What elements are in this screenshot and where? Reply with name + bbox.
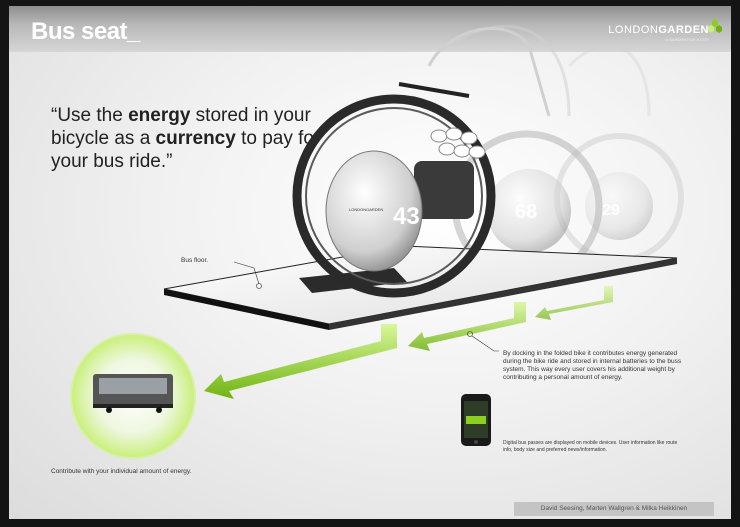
hexagon-logo-icon	[708, 19, 722, 33]
poster-board: Bus seat_ LONDONGARDEN A GARDEN FOR A CI…	[9, 6, 731, 519]
main-bike	[292, 27, 551, 298]
bus-icon	[93, 374, 173, 413]
headline-quote: “Use the energy stored in your bicycle a…	[51, 105, 321, 172]
hub-logo: LONDONGARDEN	[349, 207, 383, 212]
bike-number-1: 43	[393, 203, 420, 230]
label-bus-floor: Bus floor.	[181, 257, 209, 264]
phone-icon	[461, 394, 491, 446]
logo-brand-bold: GARDEN	[658, 24, 709, 36]
energy-arrow-mid	[408, 302, 526, 351]
label-docking: By docking in the folded bike it contrib…	[503, 350, 682, 381]
label-contribute: Contribute with your individual amount o…	[51, 468, 192, 475]
energy-arrow-back	[535, 286, 613, 320]
energy-arrow-main	[204, 324, 397, 399]
bike-number-3: 29	[602, 202, 620, 219]
label-bus-passes: Digital bus passes are displayed on mobi…	[503, 440, 678, 453]
logo-tagline: A GARDEN FOR A CITY	[665, 37, 709, 42]
saddle-cells	[430, 127, 486, 159]
header-bar: Bus seat_ LONDONGARDEN A GARDEN FOR A CI…	[9, 6, 731, 52]
quote-energy: energy	[128, 105, 191, 126]
bike-number-2: 68	[515, 201, 537, 223]
quote-currency: currency	[155, 128, 236, 149]
bus-seat-illustration: 43 68 29 LONDONGARDEN	[70, 24, 684, 459]
brand-logo: LONDONGARDEN A GARDEN FOR A CITY	[608, 19, 722, 42]
logo-brand-light: LONDON	[608, 24, 659, 36]
credits-bar: David Seesing, Marten Wallgren & Milka H…	[514, 502, 714, 516]
page-title: Bus seat_	[31, 18, 140, 45]
